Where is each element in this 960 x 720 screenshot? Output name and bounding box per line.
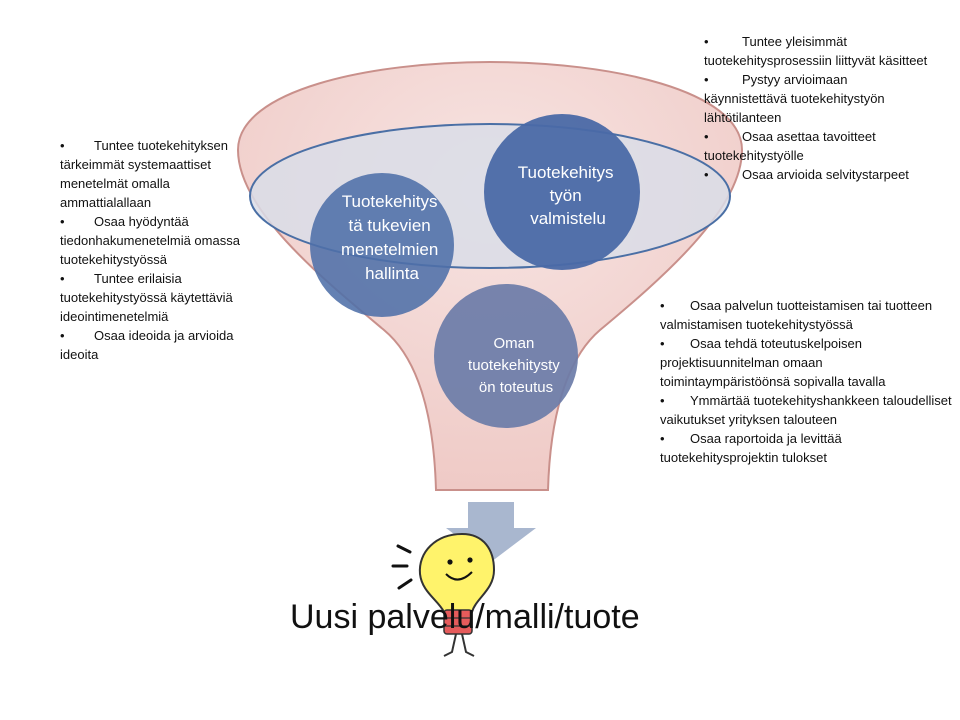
list-item: Osaa ideoida ja arvioida ideoita: [60, 326, 250, 364]
left-bullet-list: Tuntee tuotekehityksen tärkeimmät system…: [60, 136, 250, 364]
list-item: Osaa palvelun tuotteistamisen tai tuotte…: [660, 296, 952, 334]
circle-methods-label: Tuotekehitys tä tukevien menetelmien hal…: [341, 192, 443, 283]
arrow-down-icon: [446, 502, 536, 562]
list-item: Pystyy arvioimaan käynnistettävä tuoteke…: [704, 70, 932, 127]
lightbulb-character-icon: [391, 532, 496, 657]
list-item: Osaa arvioida selvitystarpeet: [704, 165, 932, 184]
circle-methods: [310, 173, 454, 317]
circle-preparation-label: Tuotekehitys työn valmistelu: [518, 163, 618, 228]
list-item: Osaa tehdä toteutuskelpoisen projektisuu…: [660, 334, 952, 391]
top-right-bullet-list: Tuntee yleisimmät tuotekehitysprosessiin…: [704, 32, 932, 184]
circle-implementation-label: Oman tuotekehitysty ön toteutus: [468, 335, 564, 396]
list-item: Osaa asettaa tavoitteet tuotekehitystyöl…: [704, 127, 932, 165]
list-item: Ymmärtää tuotekehityshankkeen taloudelli…: [660, 391, 952, 429]
circle-preparation: [484, 114, 640, 270]
circle-implementation: [434, 284, 578, 428]
list-item: Osaa raportoida ja levittää tuotekehitys…: [660, 429, 952, 467]
bottom-right-bullet-list: Osaa palvelun tuotteistamisen tai tuotte…: [660, 296, 952, 467]
result-title: Uusi palvelu/malli/tuote: [290, 598, 640, 636]
list-item: Osaa hyödyntää tiedonhakumenetelmiä omas…: [60, 212, 250, 269]
list-item: Tuntee tuotekehityksen tärkeimmät system…: [60, 136, 250, 212]
list-item: Tuntee erilaisia tuotekehitystyössä käyt…: [60, 269, 250, 326]
list-item: Tuntee yleisimmät tuotekehitysprosessiin…: [704, 32, 932, 70]
